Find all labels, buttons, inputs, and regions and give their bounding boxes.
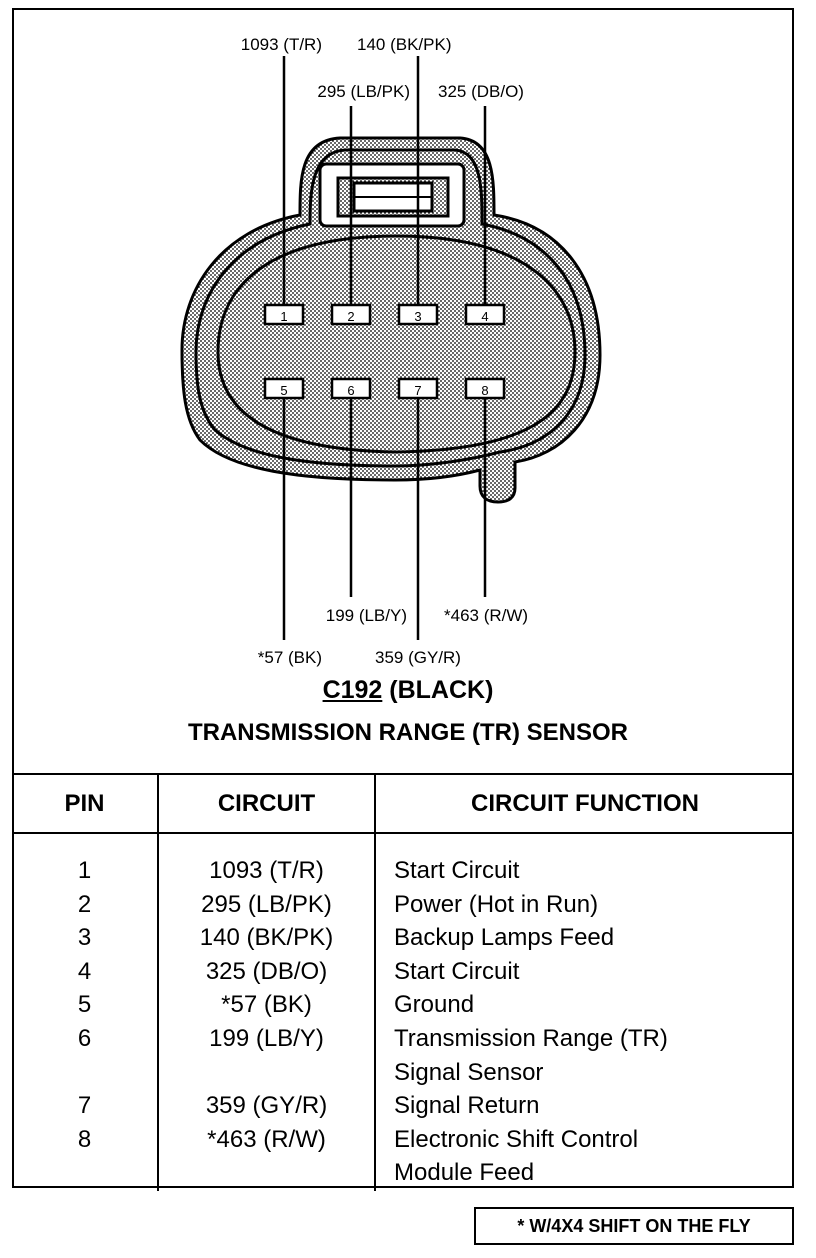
connector-color: (BLACK) — [389, 676, 494, 704]
pin-number: 5 — [280, 383, 287, 398]
header-pin: PIN — [12, 773, 158, 834]
table-row-function: Signal Sensor — [394, 1058, 544, 1086]
header-function: CIRCUIT FUNCTION — [374, 773, 794, 834]
wire-label-pin6: 199 (LB/Y) — [326, 606, 407, 625]
connector-inner-ring — [194, 148, 587, 468]
table-row-circuit: *463 (R/W) — [207, 1125, 326, 1153]
circuit-column: 1093 (T/R) 295 (LB/PK) 140 (BK/PK) 325 (DB/… — [157, 833, 375, 1191]
table-row-function: Power (Hot in Run) — [394, 890, 599, 918]
connector-name: TRANSMISSION RANGE (TR) SENSOR — [187, 719, 628, 746]
pin-number: 8 — [481, 383, 488, 398]
pin-number: 7 — [414, 383, 421, 398]
pin-number: 3 — [414, 309, 421, 324]
table-row-pin: 6 — [77, 1024, 92, 1052]
footnote: * W/4X4 SHIFT ON THE FLY — [474, 1207, 794, 1245]
connector-face — [216, 234, 577, 454]
table-row-function: Ground — [394, 991, 475, 1019]
pin-box-5: 5 — [263, 377, 305, 400]
wire-label-pin4: 325 (DB/O) — [438, 82, 524, 101]
table-row-circuit: 199 (LB/Y) — [209, 1024, 324, 1052]
table-row-pin: 1 — [77, 857, 92, 884]
table-row-pin — [13, 1056, 156, 1090]
pin-box-4: 4 — [464, 303, 506, 326]
wire-label-pin1: 1093 (T/R) — [241, 35, 322, 54]
table-row-pin: 7 — [77, 1092, 92, 1120]
table-row-circuit: 295 (LB/PK) — [201, 890, 332, 918]
table-row-function: Start Circuit — [394, 957, 520, 985]
pin-box-7: 7 — [397, 377, 439, 400]
connector-code: C192 — [322, 676, 383, 704]
connector-title: C192 (BLACK) — [0, 676, 816, 705]
pin-table: PIN CIRCUIT CIRCUIT FUNCTION 1 2 3 4 5 6 7 8 1… — [12, 773, 794, 1191]
table-row-circuit — [160, 1156, 373, 1190]
wire-label-pin5: *57 (BK) — [258, 648, 322, 667]
pin-column: 1 2 3 4 5 6 7 8 — [12, 833, 158, 1191]
table-row-circuit: 140 (BK/PK) — [199, 924, 334, 952]
wire-label-pin7: 359 (GY/R) — [375, 648, 461, 667]
pin-box-3: 3 — [397, 303, 439, 326]
table-row-function: Module Feed — [394, 1159, 535, 1187]
table-row-circuit: 359 (GY/R) — [205, 1092, 328, 1120]
table-row-circuit: 325 (DB/O) — [205, 957, 328, 985]
wire-label-pin8: *463 (R/W) — [444, 606, 528, 625]
table-row-circuit — [160, 1056, 373, 1090]
table-row-function: Electronic Shift Control — [394, 1125, 639, 1153]
pin-number: 2 — [347, 309, 354, 324]
pin-box-2: 2 — [330, 303, 372, 326]
pin-box-8: 8 — [464, 377, 506, 400]
table-row-pin: 4 — [77, 957, 92, 985]
pin-number: 4 — [481, 309, 488, 324]
pin-number: 6 — [347, 383, 354, 398]
wire-label-pin2: 295 (LB/PK) — [317, 82, 410, 101]
table-row-pin: 2 — [77, 890, 92, 918]
header-circuit: CIRCUIT — [157, 773, 375, 834]
table-row-pin — [13, 1156, 156, 1190]
table-row-function: Transmission Range (TR) — [394, 1024, 668, 1052]
pin-box-6: 6 — [330, 377, 372, 400]
pin-box-1: 1 — [263, 303, 305, 326]
connector-diagram: 1 2 3 4 5 6 7 8 1093 (T/R) 140 (BK/PK) 2… — [180, 35, 602, 667]
table-row-pin: 3 — [77, 924, 92, 952]
table-row-circuit: *57 (BK) — [221, 991, 312, 1019]
table-row-circuit: 1093 (T/R) — [209, 857, 324, 884]
table-row-pin: 5 — [77, 991, 92, 1019]
table-row-function: Signal Return — [394, 1092, 540, 1120]
wire-label-pin3: 140 (BK/PK) — [357, 35, 452, 54]
table-row-pin: 8 — [77, 1125, 92, 1153]
table-row-function: Backup Lamps Feed — [394, 924, 615, 952]
table-row-function: Start Circuit — [394, 857, 520, 884]
pin-number: 1 — [280, 309, 287, 324]
